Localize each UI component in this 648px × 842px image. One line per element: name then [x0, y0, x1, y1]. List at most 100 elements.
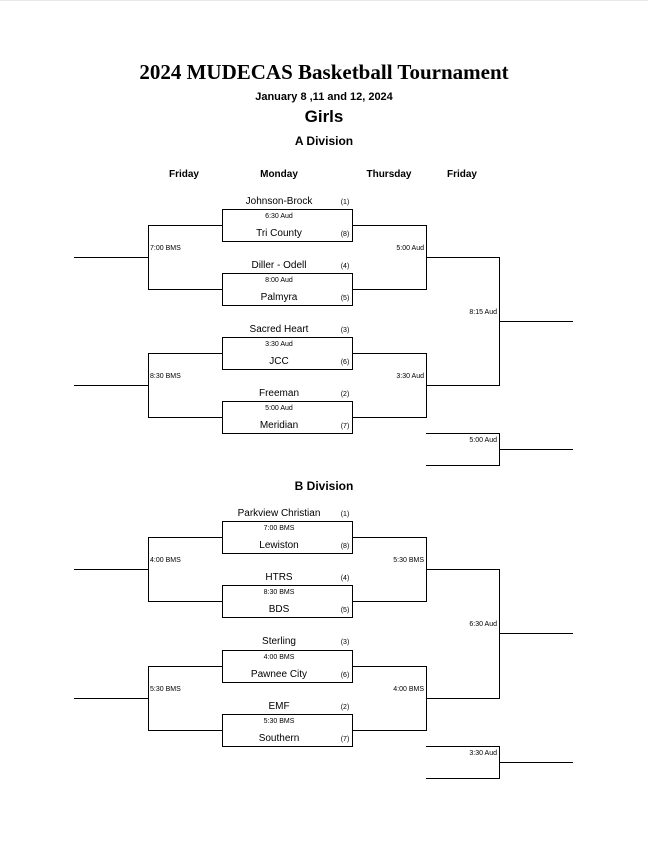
consolation-time: 7:00 BMS — [150, 245, 181, 252]
team-seed: (2) — [340, 391, 350, 398]
bracket-line — [352, 601, 427, 602]
bracket-line — [426, 465, 500, 466]
bracket-line — [148, 601, 223, 602]
division-title-b: B Division — [294, 479, 354, 493]
bracket-line — [352, 417, 427, 418]
bracket-line — [352, 225, 427, 226]
team-seed: (5) — [340, 295, 350, 302]
game-time: 8:00 Aud — [265, 277, 293, 284]
bracket-line — [148, 537, 223, 538]
semifinal-time: 5:00 Aud — [396, 245, 424, 252]
team-seed: (4) — [340, 575, 350, 582]
team-seed: (3) — [340, 639, 350, 646]
bracket-line — [499, 449, 573, 450]
bracket-line — [222, 241, 353, 242]
bracket-line — [499, 633, 573, 634]
tournament-title: 2024 MUDECAS Basketball Tournament — [139, 60, 509, 84]
bracket-line — [426, 778, 500, 779]
consolation-time: 8:30 BMS — [150, 373, 181, 380]
bracket-line — [222, 521, 353, 522]
tournament-dates: January 8 ,11 and 12, 2024 — [255, 91, 393, 103]
consolation-time: 5:30 BMS — [150, 686, 181, 693]
bracket-line — [222, 617, 353, 618]
third-place-time: 5:00 Aud — [469, 437, 497, 444]
team-seed: (6) — [340, 672, 350, 679]
team-seed: (8) — [340, 231, 350, 238]
team-seed: (5) — [340, 607, 350, 614]
game-time: 8:30 BMS — [263, 589, 295, 596]
semifinal-time: 4:00 BMS — [393, 686, 424, 693]
team-name: Diller - Odell — [251, 260, 307, 271]
team-name: Freeman — [258, 388, 299, 399]
semifinal-time: 3:30 Aud — [396, 373, 424, 380]
team-name: Parkview Christian — [237, 508, 321, 519]
bracket-line — [222, 682, 353, 683]
game-time: 5:30 BMS — [263, 718, 295, 725]
bracket-line — [222, 369, 353, 370]
bracket-line — [74, 569, 149, 570]
team-name: Sterling — [262, 636, 296, 647]
bracket-line — [499, 762, 573, 763]
team-name: Johnson-Brock — [245, 196, 313, 207]
game-time: 4:00 BMS — [263, 654, 295, 661]
bracket-line — [426, 698, 500, 699]
game-time: 3:30 Aud — [265, 341, 293, 348]
bracket-line — [222, 553, 353, 554]
bracket-gender: Girls — [304, 107, 344, 126]
bracket-line — [426, 746, 500, 747]
team-name: Sacred Heart — [249, 324, 309, 335]
bracket-line — [148, 417, 223, 418]
bracket-line — [74, 385, 149, 386]
division-title-a: A Division — [294, 134, 354, 148]
bracket-line — [222, 401, 353, 402]
final-time: 6:30 Aud — [469, 621, 497, 628]
bracket-line — [148, 225, 223, 226]
consolation-time: 4:00 BMS — [150, 557, 181, 564]
final-time: 8:15 Aud — [469, 309, 497, 316]
semifinal-time: 5:30 BMS — [393, 557, 424, 564]
team-name: Pawnee City — [250, 669, 308, 680]
team-name: Meridian — [259, 420, 299, 431]
third-place-time: 3:30 Aud — [469, 750, 497, 757]
game-time: 5:00 Aud — [265, 405, 293, 412]
bracket-line — [426, 569, 500, 570]
bracket-line — [74, 257, 149, 258]
bracket-line — [222, 273, 353, 274]
team-seed: (1) — [340, 199, 350, 206]
bracket-line — [426, 433, 500, 434]
team-name: EMF — [268, 701, 290, 712]
bracket-line — [222, 650, 353, 651]
bracket-line — [499, 321, 573, 322]
bracket-line — [148, 666, 223, 667]
team-name: HTRS — [265, 572, 293, 583]
bracket-line — [222, 337, 353, 338]
team-name: Tri County — [256, 228, 302, 239]
team-seed: (6) — [340, 359, 350, 366]
game-time: 7:00 BMS — [263, 525, 295, 532]
bracket-line — [426, 385, 500, 386]
bracket-line — [222, 433, 353, 434]
team-seed: (7) — [340, 736, 350, 743]
team-seed: (7) — [340, 423, 350, 430]
column-head-monday: Monday — [260, 169, 298, 180]
team-name: Southern — [258, 733, 300, 744]
column-head-friday-left: Friday — [168, 169, 199, 180]
bracket-line — [74, 698, 149, 699]
bracket-line — [148, 289, 223, 290]
team-name: BDS — [268, 604, 290, 615]
team-seed: (1) — [340, 511, 350, 518]
column-head-friday-right: Friday — [446, 169, 477, 180]
bracket-line — [352, 353, 427, 354]
column-head-thursday: Thursday — [366, 169, 412, 180]
bracket-line — [148, 730, 223, 731]
game-time: 6:30 Aud — [265, 213, 293, 220]
bracket-line — [352, 289, 427, 290]
bracket-line — [222, 305, 353, 306]
bracket-line — [352, 730, 427, 731]
team-seed: (8) — [340, 543, 350, 550]
team-seed: (3) — [340, 327, 350, 334]
bracket-line — [222, 714, 353, 715]
bracket-line — [222, 209, 353, 210]
bracket-line — [148, 353, 223, 354]
bracket-line — [352, 666, 427, 667]
